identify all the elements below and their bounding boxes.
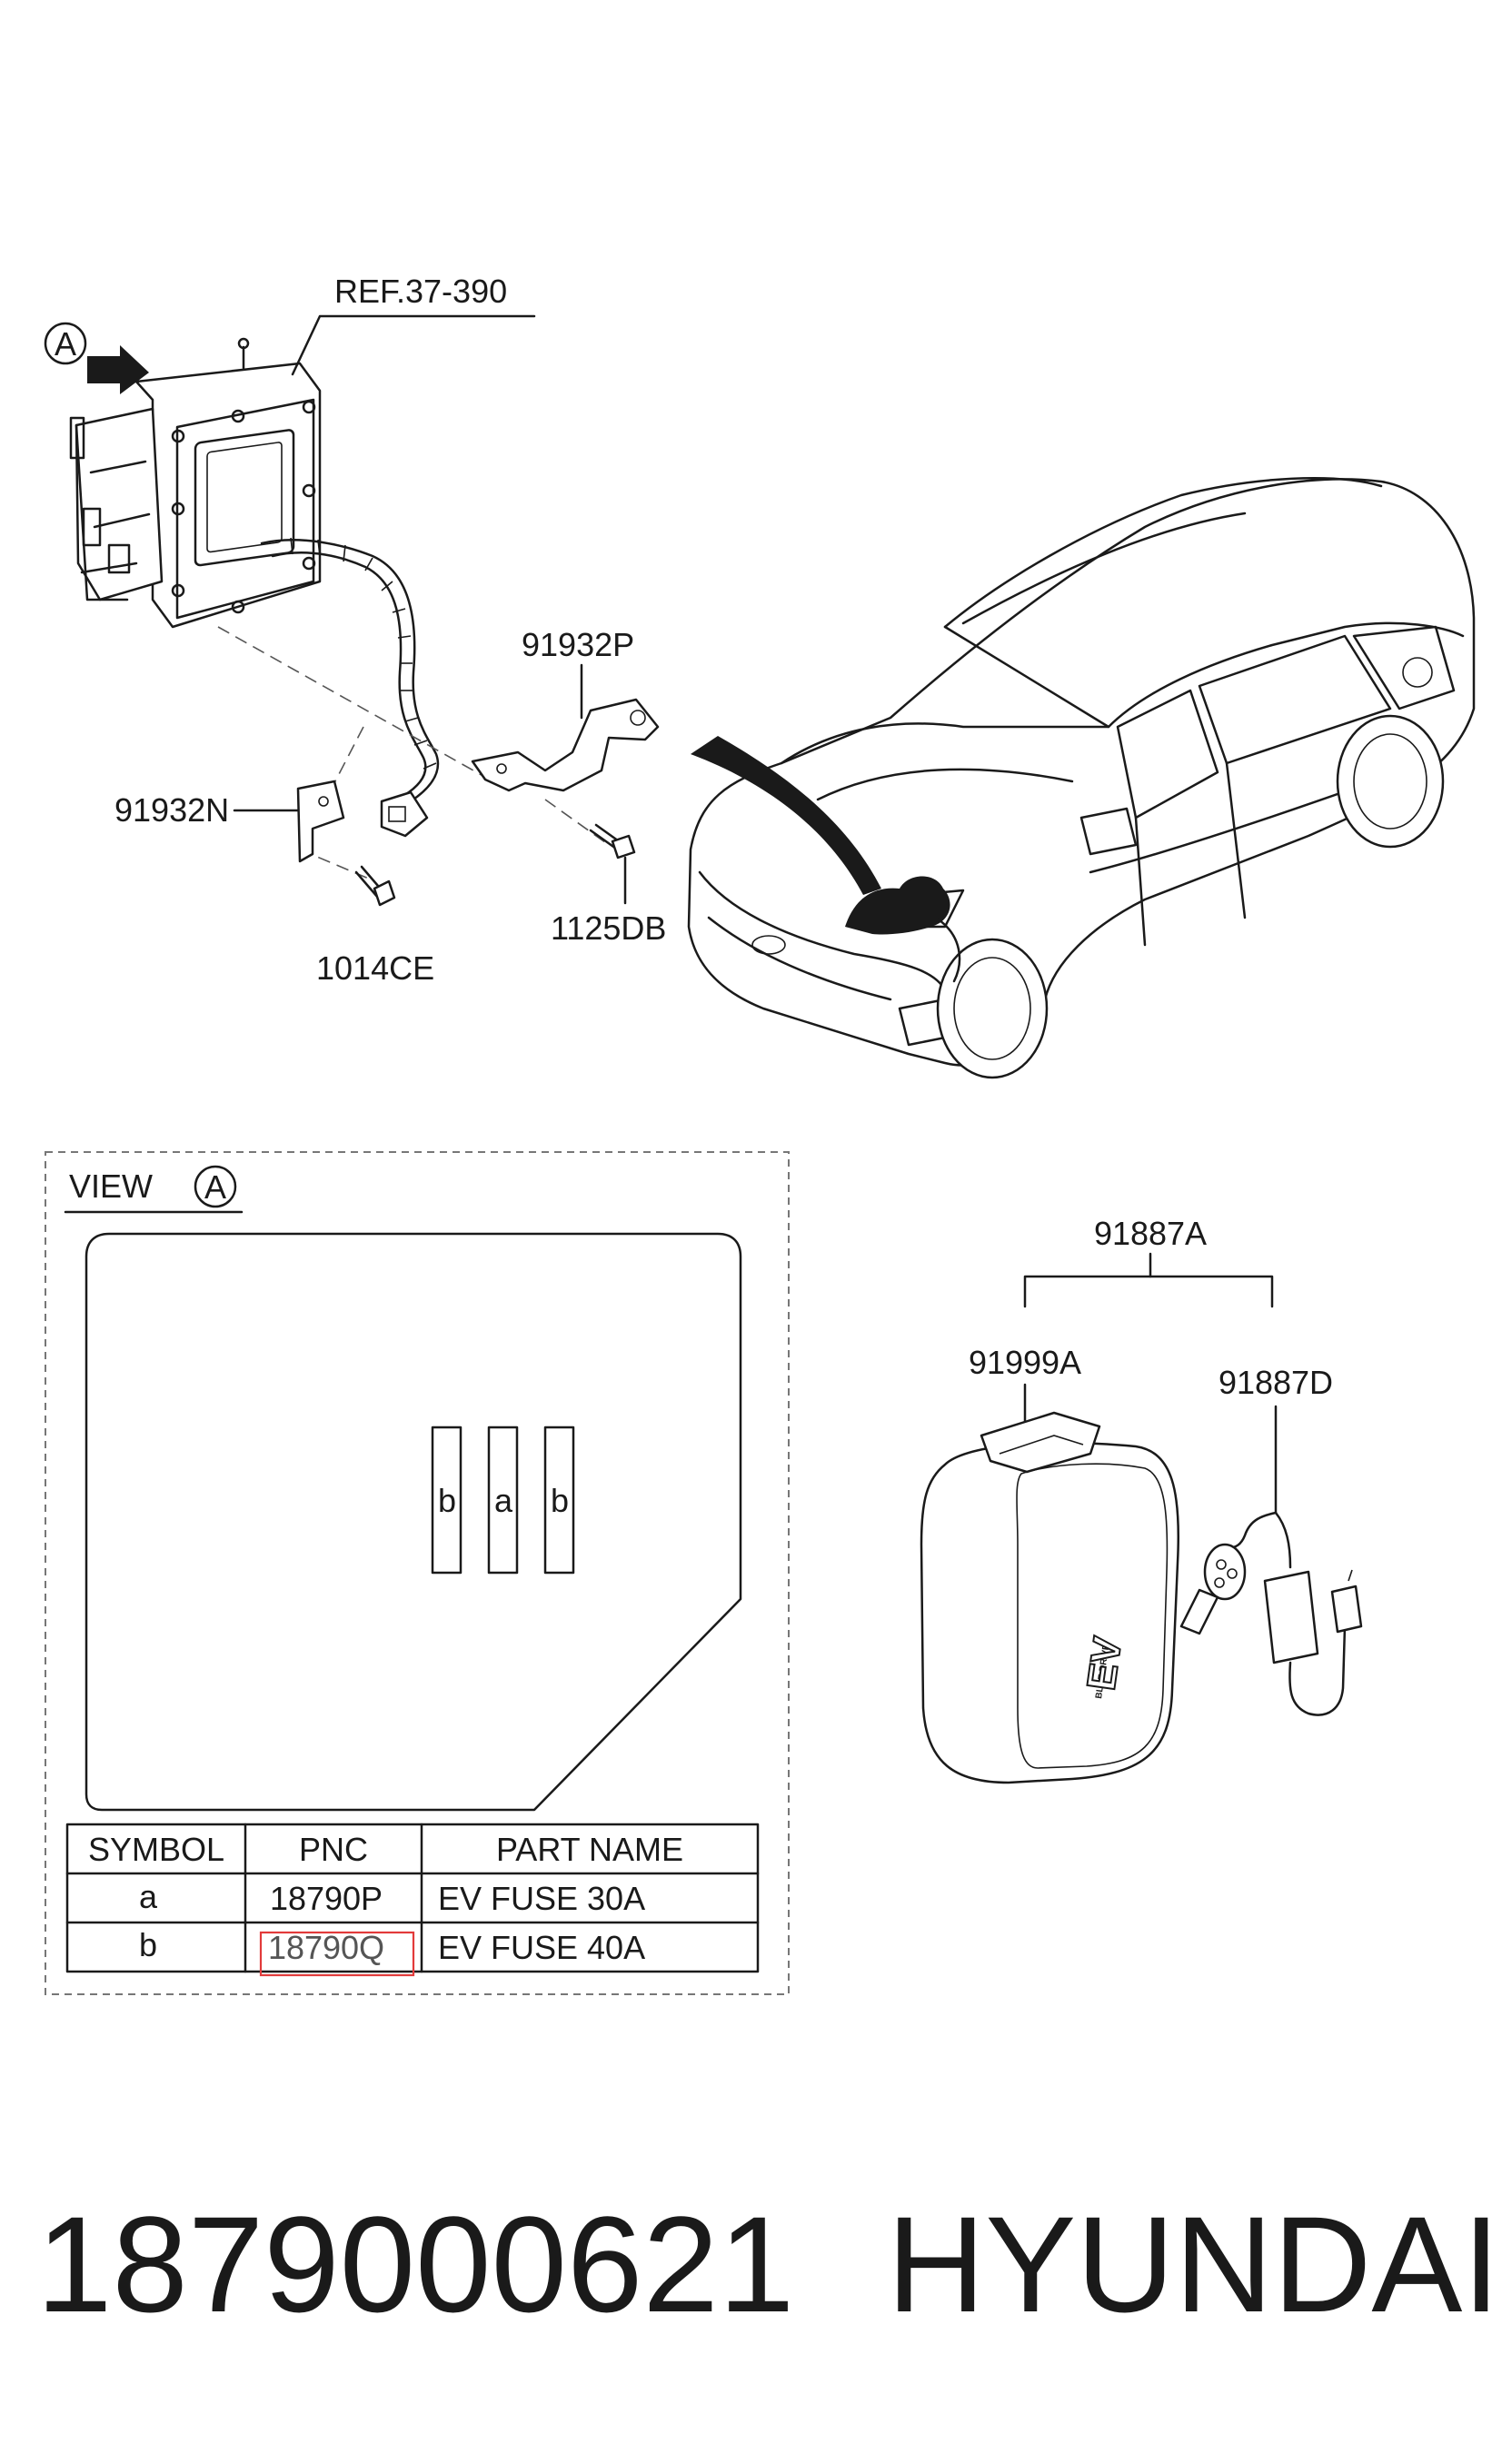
view-marker-letter: A <box>204 1168 226 1206</box>
label-91887a: 91887A <box>1094 1215 1207 1252</box>
bolt-1014ce: 1014CE <box>316 865 434 987</box>
label-1125db: 1125DB <box>551 909 666 947</box>
footer-part-number: 1879000621 <box>36 2188 794 2340</box>
view-a-panel: VIEW A b a b SYMBOL PNC PART NAME <box>45 1151 790 1995</box>
charging-cable <box>1179 1511 1363 1716</box>
cell-symbol: a <box>139 1878 158 1915</box>
view-a-arrow <box>87 345 149 394</box>
cell-part-name: EV FUSE 30A <box>438 1880 645 1917</box>
table-row: a 18790P EV FUSE 30A <box>139 1878 645 1917</box>
fuse-slot-label: a <box>494 1482 513 1519</box>
cell-symbol: b <box>139 1926 157 1963</box>
highlight-box <box>259 1931 415 1977</box>
charger-case: BLUE DRIVE EV <box>920 1411 1180 1784</box>
parts-table: SYMBOL PNC PART NAME a 18790P EV FUSE 30… <box>65 1823 760 1977</box>
bolt-1125db: 1125DB <box>551 823 666 947</box>
cell-pnc: 18790P <box>270 1880 383 1917</box>
col-header-pnc: PNC <box>299 1831 368 1868</box>
col-header-part-name: PART NAME <box>496 1831 683 1868</box>
fuse-slot: b <box>543 1426 575 1575</box>
charger-kit: 91887A 91999A 91887D BLUE DRIVE EV <box>920 1215 1363 1784</box>
table-row: b 18790Q EV FUSE 40A <box>139 1926 645 1977</box>
cell-pnc: 18790Q <box>268 1929 384 1966</box>
cell-part-name: EV FUSE 40A <box>438 1929 645 1966</box>
vehicle-illustration <box>687 477 1476 1079</box>
view-a-marker: A <box>44 322 87 365</box>
inverter-assembly: A REF.37-390 <box>44 273 610 880</box>
fuse-slot-label: b <box>438 1482 456 1519</box>
fuse-slot: a <box>487 1426 519 1575</box>
label-91932p: 91932P <box>522 626 634 663</box>
label-91999a: 91999A <box>969 1344 1081 1381</box>
view-a-marker-letter: A <box>55 325 76 363</box>
label-1014ce: 1014CE <box>316 949 434 987</box>
bracket-91932n: 91932N <box>114 780 345 863</box>
ref-label: REF.37-390 <box>334 273 507 310</box>
view-marker-circle <box>194 1165 237 1208</box>
fuse-box-outline <box>85 1232 742 1812</box>
label-91932n: 91932N <box>114 791 229 829</box>
label-91887d: 91887D <box>1219 1364 1333 1401</box>
footer-brand: HYUNDAI <box>887 2188 1500 2340</box>
fuse-slot: b <box>431 1426 463 1575</box>
case-lettering-2: EV <box>1079 1634 1130 1694</box>
fuse-slot-label: b <box>551 1482 569 1519</box>
col-header-symbol: SYMBOL <box>88 1831 224 1868</box>
bracket-91932p: 91932P <box>471 626 660 792</box>
view-title: VIEW <box>69 1167 153 1205</box>
